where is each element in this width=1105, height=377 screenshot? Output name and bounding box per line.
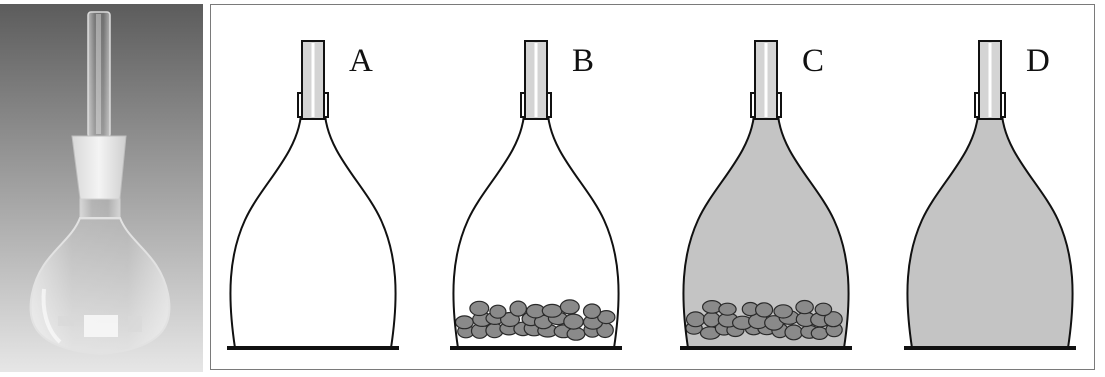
flask-b-label: B <box>572 43 594 79</box>
particle <box>542 304 562 317</box>
flask-d-label: D <box>1026 43 1050 79</box>
pycnometer-photo <box>0 4 203 372</box>
particle <box>774 305 792 318</box>
flask-diagram-panel: A B C <box>210 4 1095 370</box>
flask-c-label: C <box>802 43 824 79</box>
flask-d: D <box>904 41 1076 348</box>
particle <box>490 305 506 318</box>
flask-c: C <box>680 41 852 348</box>
particle <box>564 314 583 329</box>
particle <box>704 312 720 327</box>
particle <box>510 301 526 316</box>
particle <box>687 312 705 327</box>
particle <box>584 304 601 318</box>
flask-d-liquid <box>907 115 1072 348</box>
particle <box>560 300 579 314</box>
particle <box>811 327 827 339</box>
flask-a-label: A <box>349 43 373 79</box>
particle <box>815 303 831 315</box>
particle <box>567 328 585 341</box>
particle <box>796 301 813 314</box>
flask-a-liquid <box>230 115 395 348</box>
flask-b-particles <box>456 300 615 340</box>
flask-b: B <box>450 41 622 348</box>
particle <box>456 316 474 329</box>
particle <box>470 301 489 315</box>
flask-a-outline <box>230 115 395 348</box>
flask-c-particles <box>686 301 842 340</box>
particle <box>756 303 773 317</box>
particle <box>703 301 722 314</box>
particle <box>785 325 802 340</box>
flask-a: A <box>227 41 399 348</box>
particle <box>719 303 736 315</box>
